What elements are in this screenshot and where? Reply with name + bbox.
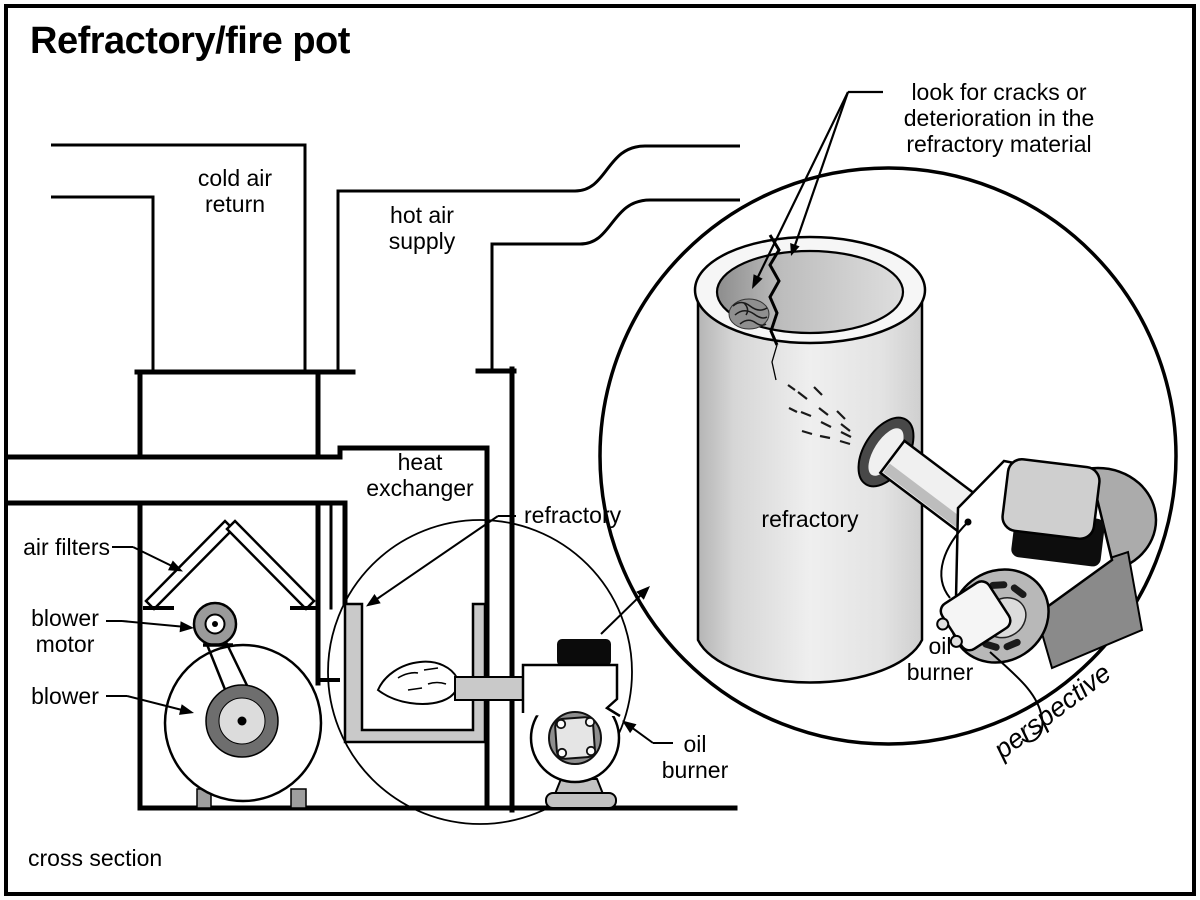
label-blower-motor: blower motor (31, 605, 99, 658)
label-refractory-cross-section: refractory (524, 502, 622, 528)
perspective-circle (598, 166, 1178, 746)
burner-tube-cross-section (454, 676, 528, 701)
label-heat-exchanger: heat exchanger (366, 449, 474, 502)
deterioration-patch (728, 298, 770, 330)
caption-cross-section: cross section (28, 845, 163, 871)
fire-pot-cross-section (343, 602, 487, 744)
label-air-filters: air filters (23, 534, 110, 560)
furnace-cabinet (6, 366, 738, 813)
burner-pedestal-base (545, 792, 617, 809)
oil-burner-perspective (936, 458, 1158, 743)
detail-circle (327, 519, 633, 825)
oil-burner-arrowhead (622, 720, 637, 734)
crack-arrowhead (790, 243, 800, 256)
label-hot-air-supply: hot air supply (388, 202, 456, 255)
page-title: Refractory/fire pot (30, 20, 350, 62)
burner-fan-plate (554, 716, 596, 760)
air-filter-right-panel (225, 519, 316, 611)
label-inspection-note: look for cracks or deterioration in the … (903, 79, 1095, 158)
spray-pattern (787, 384, 852, 446)
cabinet-foot (290, 788, 307, 809)
blower-assembly (163, 601, 323, 809)
refractory-cylinder (693, 234, 927, 684)
crack-mark (768, 234, 781, 381)
label-oil-burner-cross-section: oil burner (661, 731, 729, 784)
burner-wires (940, 518, 1044, 743)
hot-air-duct (336, 144, 740, 372)
note-leaders (752, 90, 883, 289)
label-cold-air-return: cold air return (197, 165, 273, 218)
air-intake-cover (1001, 458, 1101, 540)
cylinder-body (696, 290, 924, 684)
flame (376, 660, 459, 705)
blower-motor-arrowhead (179, 621, 194, 633)
cold-air-duct (51, 143, 307, 372)
label-blower: blower (31, 683, 99, 709)
label-oil-burner-perspective: oil burner (906, 633, 974, 686)
left-duct-upper-line (6, 445, 490, 460)
to-perspective-arrowhead (636, 586, 650, 600)
refractory-arrowhead (366, 594, 381, 607)
air-filter-left-panel (144, 519, 235, 611)
oil-burner-cross-section (521, 639, 621, 809)
burner-transformer-cap (557, 639, 611, 666)
air-filters-assembly (143, 519, 317, 611)
refractory-pot (343, 602, 487, 744)
patch-arrowhead (752, 274, 763, 289)
label-refractory-perspective: refractory (761, 506, 859, 532)
air-filters-arrowhead (168, 560, 183, 572)
blower-arrowhead (179, 704, 194, 715)
fuel-pump (936, 580, 1012, 652)
cross-section-leaders (106, 515, 673, 744)
